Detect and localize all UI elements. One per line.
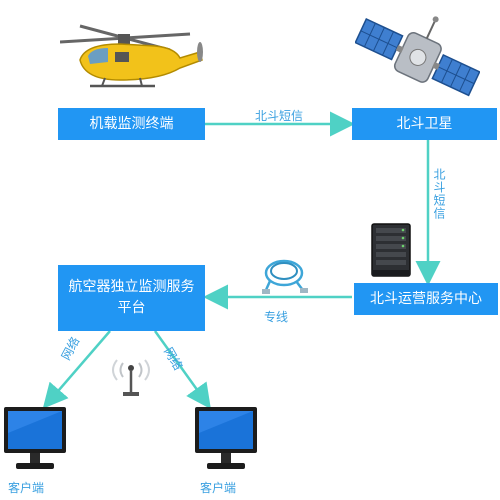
node-satellite: 北斗卫星 [352, 108, 497, 140]
node-satellite-label: 北斗卫星 [396, 115, 453, 132]
antenna-icon [112, 359, 150, 396]
arrow-platform-to-client2 [153, 330, 211, 410]
edge-label-sms-vertical: 北斗短信 [432, 168, 446, 220]
satellite-icon [355, 16, 480, 97]
node-service-center-label: 北斗运营服务中心 [370, 290, 482, 307]
helicopter-icon [60, 24, 203, 88]
node-platform: 航空器独立监测服务 平台 [58, 265, 205, 331]
node-terminal: 机载监测终端 [58, 108, 205, 140]
node-service-center: 北斗运营服务中心 [354, 283, 498, 315]
edge-label-sms-horizontal: 北斗短信 [255, 109, 304, 123]
client-label-1: 客户端 [8, 481, 45, 495]
cable-icon [262, 259, 308, 294]
arrow-platform-to-client1 [42, 330, 111, 409]
edge-label-dedicated-line: 专线 [264, 310, 289, 324]
monitor-icon [4, 407, 66, 469]
node-terminal-label: 机载监测终端 [89, 115, 174, 132]
server-icon [371, 223, 411, 277]
node-platform-label: 航空器独立监测服务 平台 [68, 279, 195, 316]
monitor-icon [195, 407, 257, 469]
client-label-2: 客户端 [200, 481, 237, 495]
